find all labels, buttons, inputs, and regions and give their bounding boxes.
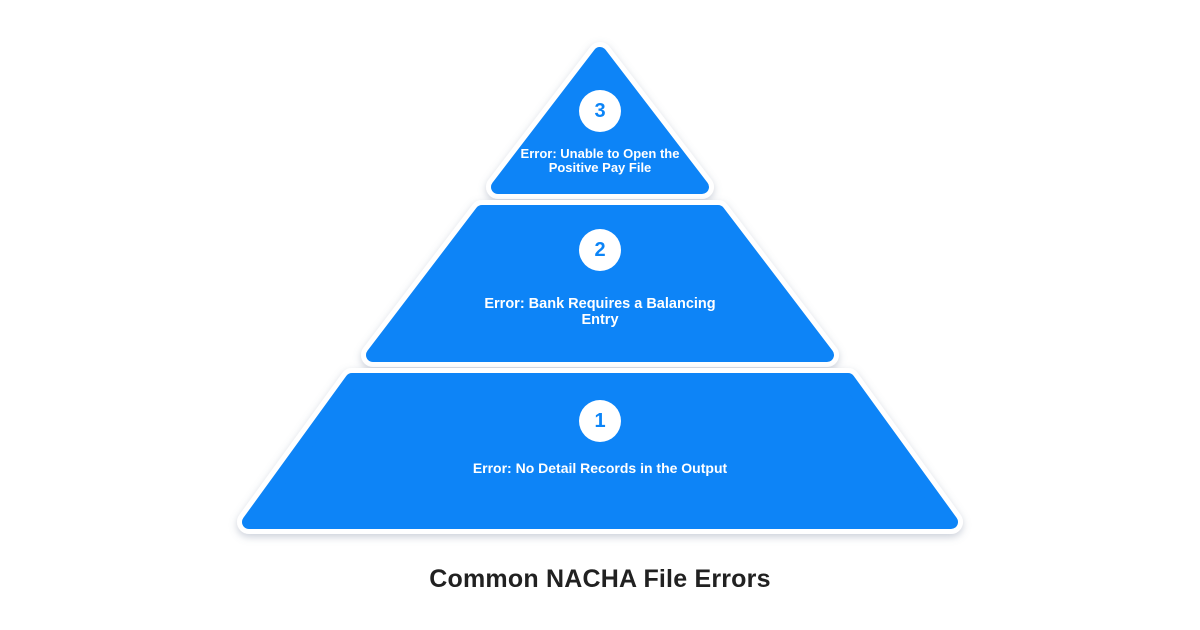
level-1-label: Error: No Detail Records in the Output — [472, 460, 728, 476]
level-3-number: 3 — [594, 99, 606, 122]
level-1-number-badge: 1 — [579, 400, 621, 442]
level-2-label: Error: Bank Requires a Balancing Entry — [484, 296, 716, 328]
chart-title: Common NACHA File Errors — [429, 565, 771, 593]
level-2-number: 2 — [594, 238, 606, 261]
level-2-number-badge: 2 — [579, 229, 621, 271]
level-1-number: 1 — [594, 409, 606, 432]
level-3-number-badge: 3 — [579, 90, 621, 132]
pyramid-level-1-shape — [237, 368, 963, 534]
pyramid-level-2-shape — [361, 200, 839, 367]
level-3-label: Error: Unable to Open the Positive Pay F… — [520, 146, 680, 175]
